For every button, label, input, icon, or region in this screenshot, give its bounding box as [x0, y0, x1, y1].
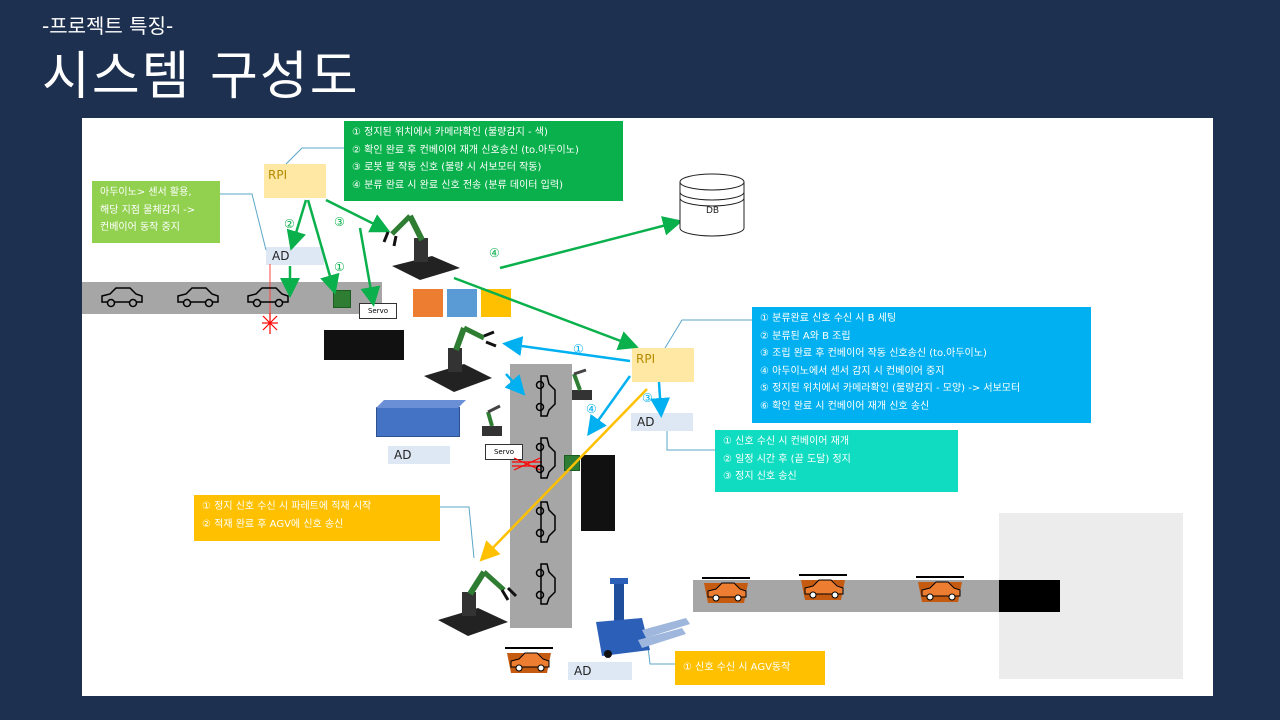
blue-step-marker: ③	[642, 391, 653, 405]
teal-step-line: ② 일정 시간 후 (끝 도달) 정지	[723, 453, 851, 465]
blue-step-line: ① 분류완료 신호 수신 시 B 세팅	[760, 313, 897, 324]
blue-step-line: ③ 조립 완료 후 컨베이어 작동 신호송신 (to.아두이노)	[760, 348, 987, 359]
callout-lines	[220, 147, 752, 665]
ad-right: AD	[631, 413, 693, 431]
green-step-marker: ①	[334, 260, 345, 274]
robot-arm-icon	[482, 404, 502, 436]
arduino-info-line: 아두이노> 센서 활용,	[100, 187, 192, 198]
green-step-line: ② 확인 완료 후 컨베이어 재개 신호송신 (to.아두이노)	[352, 144, 579, 156]
agv-forklift-icon	[596, 578, 690, 658]
blue-step-line: ⑥ 확인 완료 시 컨베이어 재개 신호 송신	[760, 400, 930, 412]
teal-step-box: ① 신호 수신 시 컨베이어 재개 ② 일정 시간 후 (끝 도달) 정지 ③ …	[715, 430, 958, 492]
arduino-info-line: 해당 지점 물체감지 ->	[100, 204, 196, 216]
blue-cube	[447, 289, 477, 317]
system-diagram: RPI RPI AD AD AD AD Servo Servo 아두이노> 센서…	[82, 118, 1213, 696]
green-arrow-3	[325, 198, 391, 233]
blue-arrow-3	[650, 381, 671, 418]
car-icon	[247, 287, 289, 308]
green-arrow-4	[499, 216, 683, 270]
pallet-car-icon	[702, 577, 750, 603]
blue-step-line: ② 분류된 A와 B 조립	[760, 330, 851, 342]
yellow-step-box: ① 정지 신호 수신 시 파레트에 적재 시작 ② 적재 완료 후 AGV에 신…	[194, 495, 440, 541]
arduino-info-box: 아두이노> 센서 활용, 해당 지점 물체감지 -> 컨베이어 동작 중지	[92, 181, 220, 243]
yellow-step-line: ② 적재 완료 후 AGV에 신호 송신	[202, 518, 344, 530]
blue-step-marker: ①	[573, 342, 584, 356]
slide-subtitle: -프로젝트 특징-	[42, 14, 174, 38]
robot-arm-icon	[572, 368, 592, 400]
green-step-box: ① 정지된 위치에서 카메라확인 (불량감지 - 색) ② 확인 완료 후 컨베…	[344, 121, 623, 201]
servo-middle: Servo	[485, 444, 523, 460]
pallet-car-icon	[916, 576, 964, 602]
rpi-middle: RPI	[632, 348, 694, 382]
end-stopper	[999, 580, 1060, 612]
car-icon	[535, 563, 556, 605]
green-arrow-5	[453, 276, 639, 351]
diagram-overlay: ② ③ ① ④ ① ④ ③	[101, 147, 964, 673]
agv-step-line: ① 신호 수신 시 AGV동작	[683, 662, 791, 673]
black-block-right	[581, 455, 615, 531]
blue-arrow-2	[587, 375, 632, 437]
robot-arm-icon	[438, 570, 518, 636]
teal-step-line: ③ 정지 신호 송신	[723, 471, 797, 482]
pallet-car-icon	[799, 574, 847, 600]
blue-arrow-4	[504, 373, 526, 396]
black-block-top	[324, 330, 404, 360]
robot-arm-icon	[382, 214, 460, 280]
blue-step-line: ⑤ 정지된 위치에서 카메라확인 (불량감지 - 모양) -> 서보모터	[760, 383, 1021, 394]
ad-left: AD	[388, 446, 450, 464]
pallet-car-icon	[505, 647, 553, 673]
green-step-line: ④ 분류 완료 시 완료 신호 전송 (분류 데이터 입력)	[352, 179, 563, 191]
green-step-line: ① 정지된 위치에서 카메라확인 (불량감지 - 색)	[352, 127, 548, 138]
arduino-info-line: 컨베이어 동작 중지	[100, 222, 180, 233]
yellow-arrow	[479, 388, 648, 562]
robot-arm-icon	[424, 325, 497, 392]
rpi-top: RPI	[264, 164, 326, 198]
car-icon	[101, 287, 143, 308]
green-step-marker: ④	[489, 246, 500, 260]
blue-arrow-1	[502, 336, 631, 363]
green-step-marker: ②	[284, 217, 295, 231]
ad-top: AD	[266, 247, 324, 265]
car-icon	[535, 501, 556, 543]
db-label: DB	[706, 206, 719, 216]
slide-title: 시스템 구성도	[42, 47, 360, 107]
laser-icon-top	[262, 313, 278, 334]
car-icon	[535, 437, 556, 479]
car-icon	[535, 375, 556, 417]
green-step-line: ③ 로봇 팔 작동 신호 (불량 시 서보모터 작동)	[352, 162, 542, 173]
laser-icon-mid	[512, 457, 542, 471]
database-icon: DB	[679, 173, 745, 237]
green-step-marker: ③	[334, 215, 345, 229]
teal-step-line: ① 신호 수신 시 컨베이어 재개	[723, 436, 850, 447]
yellow-step-line: ① 정지 신호 수신 시 파레트에 적재 시작	[202, 501, 372, 512]
blue-step-line: ④ 아두이노에서 센서 감지 시 컨베이어 중지	[760, 365, 945, 377]
sensor-board-mid	[564, 455, 580, 471]
green-arrow-1	[306, 199, 340, 295]
blue-step-box: ① 분류완료 신호 수신 시 B 세팅 ② 분류된 A와 B 조립 ③ 조립 완…	[752, 307, 1091, 423]
green-arrow-3b	[358, 227, 381, 307]
ad-bottom: AD	[568, 662, 632, 680]
green-arrow-2	[286, 199, 308, 251]
agv-step-box: ① 신호 수신 시 AGV동작	[675, 651, 825, 685]
blue-step-marker: ④	[586, 402, 597, 416]
orange-cube	[413, 289, 443, 317]
car-icon	[177, 287, 219, 308]
